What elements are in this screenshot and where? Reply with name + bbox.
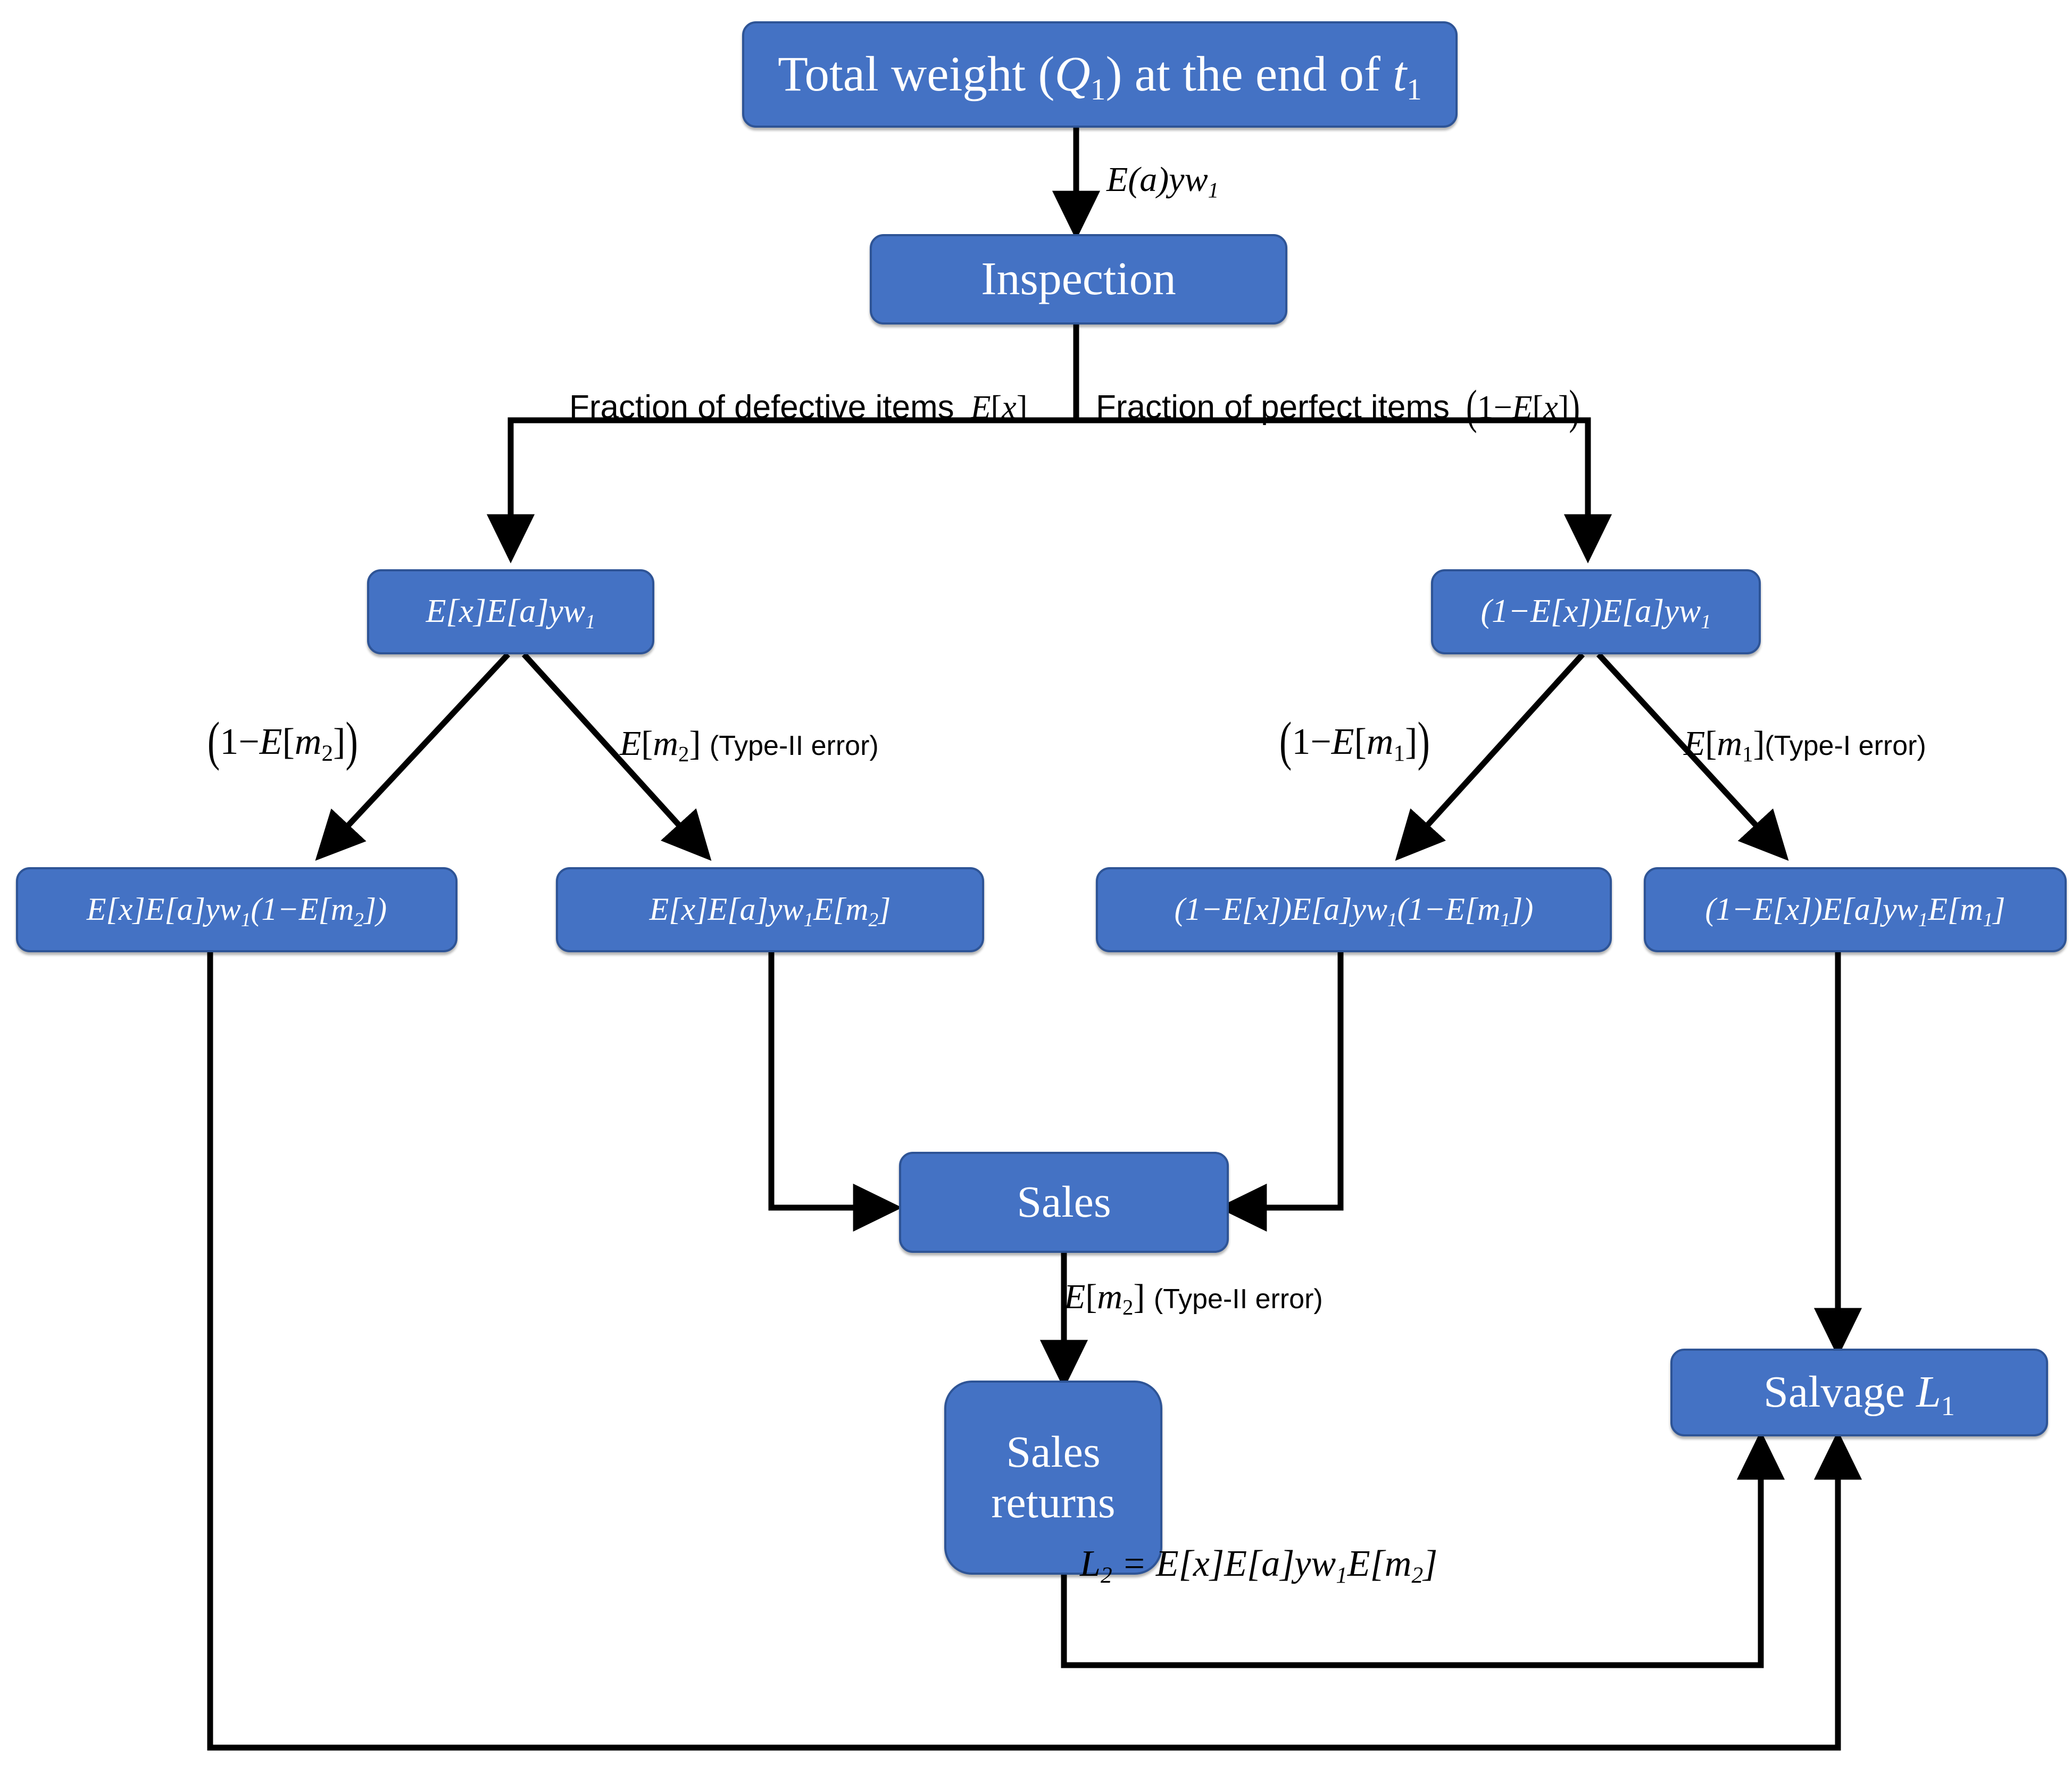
node-sales[interactable]: Sales bbox=[899, 1152, 1229, 1253]
edge-label-total-to-inspection: E(a)yw1 bbox=[1106, 160, 1219, 203]
node-defective-correct[interactable]: E[x]E[a]yw1(1−E[m2]) bbox=[16, 867, 457, 952]
node-perfect-typei[interactable]: (1−E[x])E[a]yw1E[m1] bbox=[1644, 867, 2067, 952]
node-perfect-correct[interactable]: (1−E[x])E[a]yw1(1−E[m1]) bbox=[1096, 867, 1612, 952]
node-total-weight-label: Total weight (Q1) at the end of t1 bbox=[778, 46, 1422, 107]
edge-label-one-minus-em2: (1−E[m2]) bbox=[207, 712, 358, 772]
node-inspection[interactable]: Inspection bbox=[870, 234, 1287, 325]
node-total-weight[interactable]: Total weight (Q1) at the end of t1 bbox=[742, 21, 1458, 128]
node-defective-typeii[interactable]: E[x]E[a]yw1E[m2] bbox=[556, 867, 984, 952]
edge-label-sales-to-returns: E[m2] (Type-II error) bbox=[1064, 1277, 1323, 1320]
edge-perfect-correct-to-sales bbox=[1218, 952, 1344, 1232]
node-defective-typeii-label: E[x]E[a]yw1E[m2] bbox=[649, 892, 891, 931]
node-perfect-typei-label: (1−E[x])E[a]yw1E[m1] bbox=[1705, 892, 2006, 931]
node-salvage-label: Salvage L1 bbox=[1763, 1367, 1955, 1422]
node-salvage[interactable]: Salvage L1 bbox=[1670, 1349, 2048, 1436]
node-perfect-correct-label: (1−E[x])E[a]yw1(1−E[m1]) bbox=[1174, 892, 1534, 931]
edge-label-returns-to-salvage: L2 = E[x]E[a]yw1E[m2] bbox=[1080, 1543, 1438, 1589]
edge-defective-correct-to-salvage bbox=[207, 952, 1862, 1751]
node-defective-branch[interactable]: E[x]E[a]yw1 bbox=[367, 569, 654, 654]
node-perfect-branch-label: (1−E[x])E[a]yw1 bbox=[1480, 593, 1711, 633]
node-sales-label: Sales bbox=[1017, 1177, 1111, 1227]
node-defective-branch-label: E[x]E[a]yw1 bbox=[426, 593, 596, 633]
node-perfect-branch[interactable]: (1−E[x])E[a]yw1 bbox=[1431, 569, 1761, 654]
edge-label-one-minus-em1: (1−E[m1]) bbox=[1279, 712, 1430, 772]
edge-label-em2-typeii: E[m2] (Type-II error) bbox=[620, 724, 879, 767]
edge-label-defective-fraction: Fraction of defective items E[x] bbox=[569, 389, 1028, 426]
node-defective-correct-label: E[x]E[a]yw1(1−E[m2]) bbox=[86, 892, 387, 931]
node-inspection-label: Inspection bbox=[981, 253, 1176, 305]
edge-typeII-to-sales bbox=[768, 952, 902, 1232]
edge-to-perfect bbox=[1076, 417, 1612, 563]
edge-label-em1-typei: E[m1](Type-I error) bbox=[1684, 724, 1926, 767]
edge-label-perfect-fraction: Fraction of perfect items (1−E[x]) bbox=[1096, 381, 1580, 434]
edge-to-defective bbox=[486, 417, 1076, 563]
